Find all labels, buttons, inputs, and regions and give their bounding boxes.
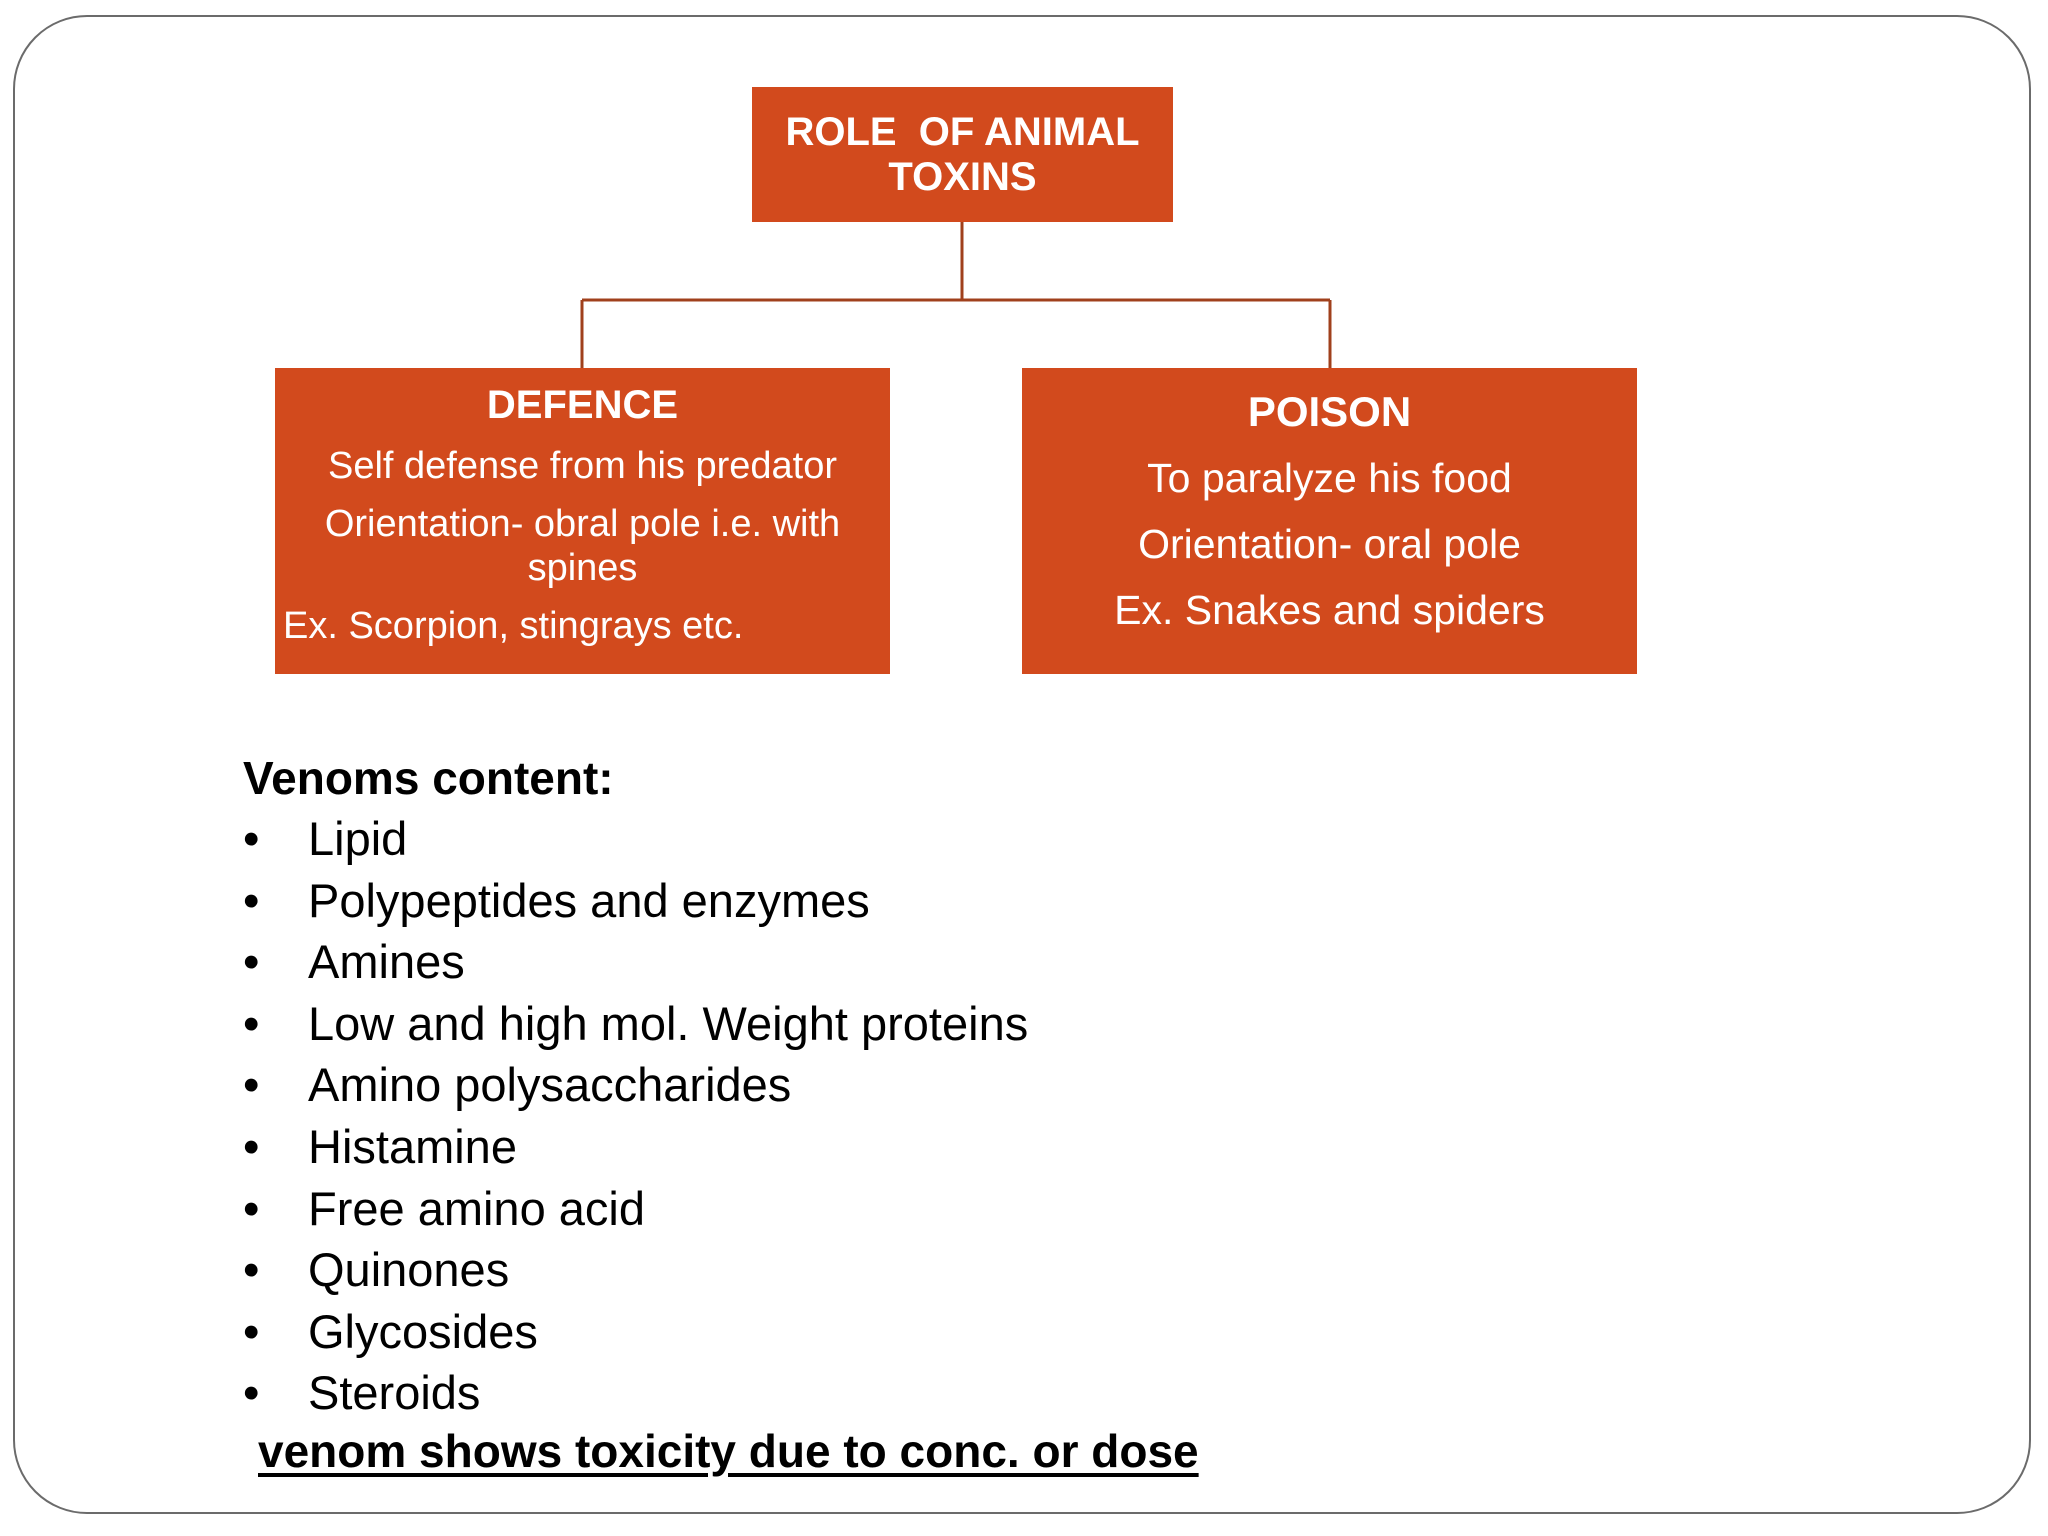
bullet-icon: • xyxy=(243,1304,260,1358)
list-item: • Amines xyxy=(243,931,1028,993)
list-item-text: Amino polysaccharides xyxy=(308,1058,792,1112)
list-item: • Free amino acid xyxy=(243,1178,1028,1240)
list-item: • Amino polysaccharides xyxy=(243,1054,1028,1116)
list-item-text: Amines xyxy=(308,935,465,989)
bullet-icon: • xyxy=(243,873,260,927)
bullet-icon: • xyxy=(243,1119,260,1173)
poison-line-purpose: To paralyze his food xyxy=(1147,455,1512,501)
list-item: • Quinones xyxy=(243,1239,1028,1301)
root-box-role-of-animal-toxins: ROLE OF ANIMAL TOXINS xyxy=(752,87,1173,222)
list-item-text: Polypeptides and enzymes xyxy=(308,873,870,927)
poison-line-examples: Ex. Snakes and spiders xyxy=(1114,587,1545,633)
bullet-icon: • xyxy=(243,812,260,865)
defence-line-examples: Ex. Scorpion, stingrays etc. xyxy=(283,605,744,647)
list-item-text: Free amino acid xyxy=(308,1181,645,1235)
bullet-icon: • xyxy=(243,1243,260,1297)
poison-heading: POISON xyxy=(1247,388,1412,435)
list-item-text: Glycosides xyxy=(308,1304,538,1358)
bullet-icon: • xyxy=(243,1366,260,1420)
list-item-text: Lipid xyxy=(308,812,408,865)
poison-box: POISON To paralyze his food Orientation-… xyxy=(1022,368,1637,674)
list-item: • Polypeptides and enzymes xyxy=(243,870,1028,932)
list-item-text: Histamine xyxy=(308,1119,517,1173)
bullet-icon: • xyxy=(243,1058,260,1112)
list-item-text: Steroids xyxy=(308,1366,481,1420)
bullet-icon: • xyxy=(243,935,260,989)
list-item-text: Low and high mol. Weight proteins xyxy=(308,996,1029,1050)
defence-line-purpose: Self defense from his predator xyxy=(327,445,838,487)
defence-box: DEFENCE Self defense from his predator O… xyxy=(275,368,890,674)
list-item: • Lipid xyxy=(243,808,1028,870)
defence-heading: DEFENCE xyxy=(486,383,679,427)
list-item: • Glycosides xyxy=(243,1301,1028,1363)
slide-frame xyxy=(13,15,2031,1514)
bullet-icon: • xyxy=(243,996,260,1050)
toxicity-note: venom shows toxicity due to conc. or dos… xyxy=(258,1425,1199,1477)
poison-line-orientation: Orientation- oral pole xyxy=(1138,521,1521,567)
defence-line-orientation: Orientation- obral pole i.e. with spines xyxy=(324,503,841,589)
root-box-line-1: ROLE OF ANIMAL xyxy=(785,109,1140,154)
list-item: • Low and high mol. Weight proteins xyxy=(243,993,1028,1055)
venoms-list: • Lipid • Polypeptides and enzymes • Amines… xyxy=(243,808,1028,1424)
root-box-line-2: TOXINS xyxy=(888,154,1037,199)
bullet-icon: • xyxy=(243,1181,260,1235)
list-item: • Steroids xyxy=(243,1362,1028,1424)
list-item: • Histamine xyxy=(243,1116,1028,1178)
venoms-content-section: Venoms content: • Lipid • Polypeptides and… xyxy=(243,748,1028,1424)
list-item-text: Quinones xyxy=(308,1243,510,1297)
venoms-title: Venoms content: xyxy=(243,752,614,804)
